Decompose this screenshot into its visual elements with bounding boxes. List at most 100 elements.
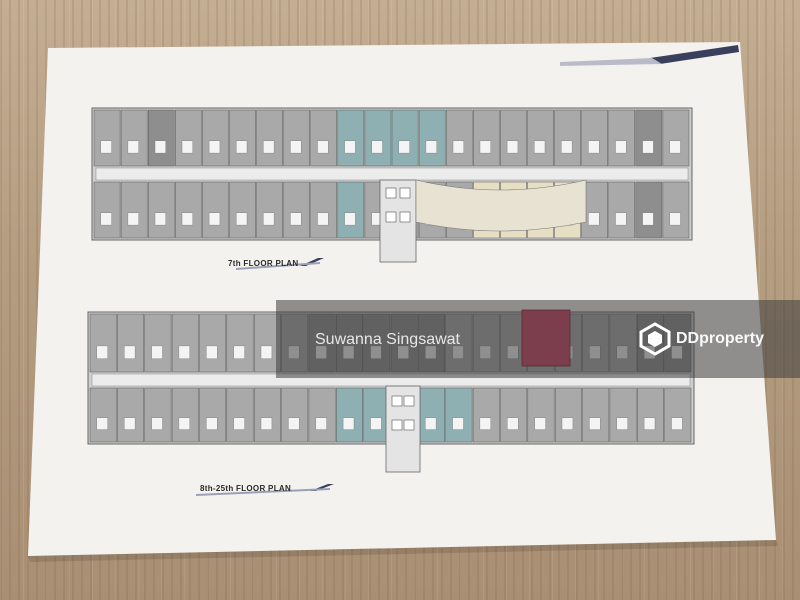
floor-plan-room xyxy=(151,345,163,359)
floor-plan-room xyxy=(206,417,218,430)
floor-plan-unit xyxy=(171,387,199,443)
floor-plan-unit xyxy=(418,109,446,167)
floor-plan-room xyxy=(233,417,245,430)
floor-plan-room xyxy=(290,140,302,154)
floor-plan-unit xyxy=(120,181,148,239)
floor-plan-title-8th-25th: 8th-25th FLOOR PLAN xyxy=(200,484,292,493)
floor-plan-unit xyxy=(229,109,256,167)
floor-plan-room xyxy=(260,345,273,359)
floor-plan-unit xyxy=(144,387,172,443)
floor-plan-room xyxy=(671,417,683,430)
floor-plan-unit xyxy=(253,387,281,443)
floor-plan-room xyxy=(154,140,167,154)
floor-plan-room xyxy=(398,140,410,154)
floor-plan-room xyxy=(263,140,275,154)
floor-plan-unit xyxy=(364,109,392,167)
floor-plan-room xyxy=(615,212,627,226)
floor-plan-room xyxy=(178,345,190,359)
floor-plan-unit xyxy=(554,387,582,443)
floor-plan-room xyxy=(127,212,139,226)
floor-plan-room xyxy=(642,212,654,226)
floor-plan-unit xyxy=(147,181,175,239)
floor-plan-room xyxy=(588,212,600,226)
floor-plan-unit xyxy=(527,109,554,167)
floor-plan-room xyxy=(206,345,218,359)
floor-plan-unit xyxy=(662,109,690,167)
floor-plan-room xyxy=(127,140,139,154)
ddproperty-logo-icon xyxy=(639,322,671,356)
floor-plan-unit xyxy=(229,181,256,239)
floor-plan-unit xyxy=(582,387,610,443)
floor-plan-unit xyxy=(472,387,500,443)
floor-plan-unit xyxy=(391,109,419,167)
floor-plan-room xyxy=(208,212,221,226)
accent-stripe-light xyxy=(560,58,662,66)
watermark-brand: DDproperty xyxy=(676,330,765,347)
floor-plan-room xyxy=(561,417,574,430)
floor-plan-unit xyxy=(283,109,310,167)
floor-plan-room xyxy=(260,417,273,430)
floor-plan-unit xyxy=(202,181,229,239)
floor-plan-room xyxy=(290,212,302,226)
floor-plan-room xyxy=(425,140,437,154)
floor-plan-room xyxy=(235,140,248,154)
floor-plan-unit xyxy=(473,109,500,167)
floor-plan-room xyxy=(151,417,163,430)
floor-plan-room xyxy=(452,417,464,430)
floor-plan-room xyxy=(178,417,190,430)
floor-plan-room xyxy=(534,417,546,430)
floor-plan-unit xyxy=(500,109,527,167)
floor-plan-room xyxy=(371,140,383,154)
floor-plan-room xyxy=(235,212,248,226)
floor-plan-room xyxy=(669,212,681,226)
floor-plan-unit xyxy=(199,387,227,443)
floor-plan-room xyxy=(479,140,492,154)
floor-plan-unit xyxy=(581,109,608,167)
floor-plan-unit xyxy=(662,181,690,239)
floor-plan-unit xyxy=(147,109,175,167)
floor-plan-room xyxy=(452,140,465,154)
floor-plan-room xyxy=(96,417,108,430)
floor-plan-room xyxy=(669,140,681,154)
floor-plan-unit xyxy=(608,109,636,167)
floor-plan-unit xyxy=(337,109,365,167)
floor-plan-unit xyxy=(527,387,555,443)
floor-plan-room xyxy=(642,140,654,154)
floor-plan-unit xyxy=(117,387,145,443)
floor-plan-unit xyxy=(93,181,121,239)
floor-plan-title-7th: 7th FLOOR PLAN xyxy=(228,259,299,268)
floor-plan-unit xyxy=(256,109,283,167)
floor-plan-unit xyxy=(89,313,117,373)
floor-plan-unit xyxy=(608,181,636,239)
floor-plan-room xyxy=(370,417,382,430)
floor-plan-room xyxy=(506,140,519,154)
floor-plan-unit xyxy=(310,181,338,239)
floor-plan-unit xyxy=(202,109,229,167)
floor-plan-room xyxy=(425,417,437,430)
floor-plan-unit xyxy=(554,109,581,167)
floor-plan-unit xyxy=(635,181,663,239)
floor-plan-room xyxy=(96,345,108,359)
floor-plan-unit xyxy=(500,387,528,443)
floor-plan-room xyxy=(181,140,194,154)
floor-plan-room xyxy=(589,417,601,430)
floor-plan-unit xyxy=(445,109,473,167)
floor-plan-room xyxy=(344,212,356,226)
floor-plan-unit xyxy=(310,109,338,167)
floor-plan-room xyxy=(233,345,245,359)
floor-plan-unit xyxy=(283,181,310,239)
floor-plan-room xyxy=(154,212,167,226)
floor-plan-room xyxy=(643,417,656,430)
floor-plan-room xyxy=(344,140,356,154)
paper-shadow xyxy=(28,540,778,562)
floor-plan-unit xyxy=(175,109,202,167)
floor-plan-room xyxy=(263,212,275,226)
floor-plan-room xyxy=(342,417,355,430)
floor-plan-unit xyxy=(445,387,473,443)
floor-plan-unit xyxy=(337,181,365,239)
floor-plan-unit xyxy=(637,387,664,443)
floor-plan-room xyxy=(534,140,546,154)
floor-plan-room xyxy=(288,417,300,430)
floor-plan-unit xyxy=(175,181,202,239)
floor-plan-room xyxy=(507,417,519,430)
